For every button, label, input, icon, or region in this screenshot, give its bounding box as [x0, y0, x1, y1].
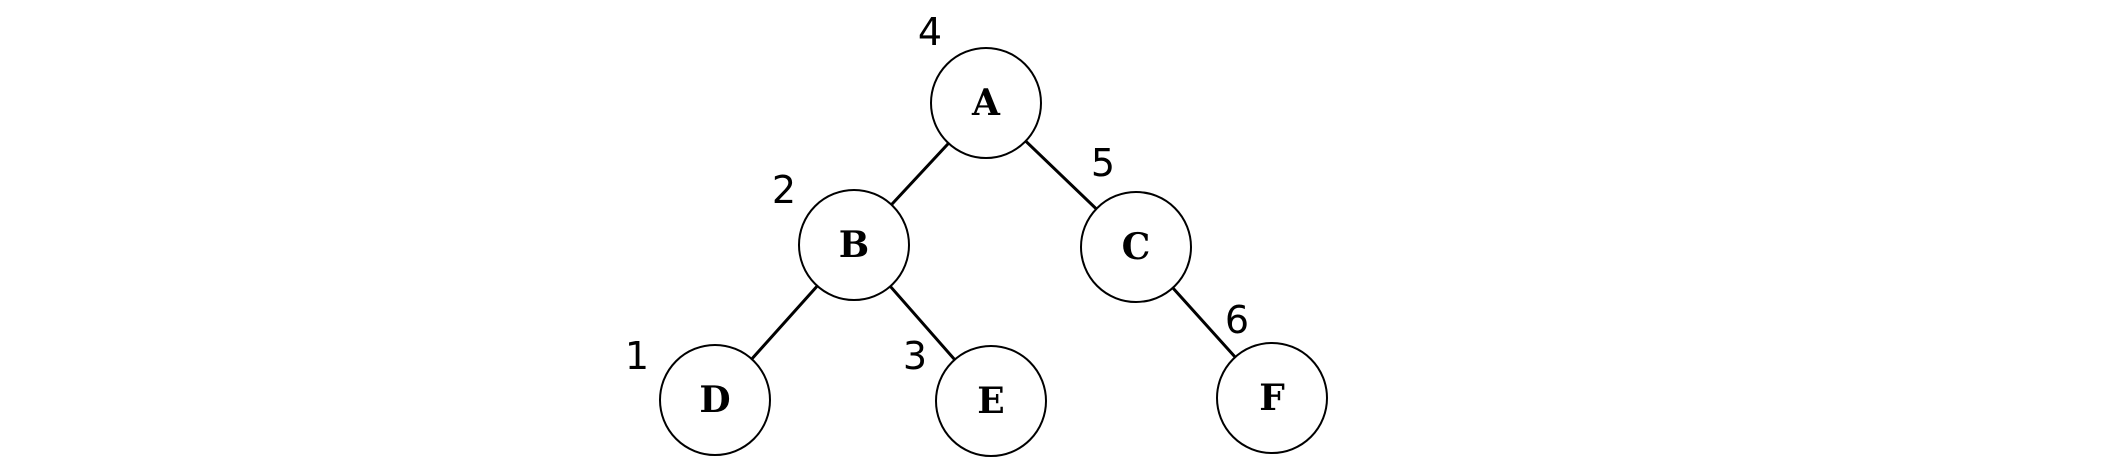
- order-number-d: 1: [625, 334, 649, 378]
- node-e: E: [935, 345, 1047, 457]
- node-circle-f: [1216, 342, 1328, 454]
- node-label-e: E: [977, 380, 1004, 422]
- order-number-e: 3: [903, 334, 927, 378]
- node-label-f: F: [1259, 377, 1285, 419]
- node-a: A: [930, 47, 1042, 159]
- node-b: B: [798, 189, 910, 301]
- node-label-c: C: [1122, 226, 1151, 268]
- node-circle-a: [930, 47, 1042, 159]
- node-c: C: [1080, 191, 1192, 303]
- order-number-f: 6: [1225, 298, 1249, 342]
- order-number-c: 5: [1091, 141, 1115, 185]
- node-circle-c: [1080, 191, 1192, 303]
- node-d: D: [659, 344, 771, 456]
- order-number-b: 2: [772, 168, 796, 212]
- order-labels-layer: 4 2 5 1 3 6: [625, 10, 1249, 378]
- nodes-layer: A B C D E F: [659, 47, 1328, 457]
- order-number-a: 4: [918, 10, 942, 54]
- node-circle-d: [659, 344, 771, 456]
- node-label-a: A: [971, 82, 1001, 124]
- node-circle-e: [935, 345, 1047, 457]
- node-label-d: D: [699, 379, 730, 421]
- node-f: F: [1216, 342, 1328, 454]
- node-label-b: B: [839, 224, 869, 266]
- node-circle-b: [798, 189, 910, 301]
